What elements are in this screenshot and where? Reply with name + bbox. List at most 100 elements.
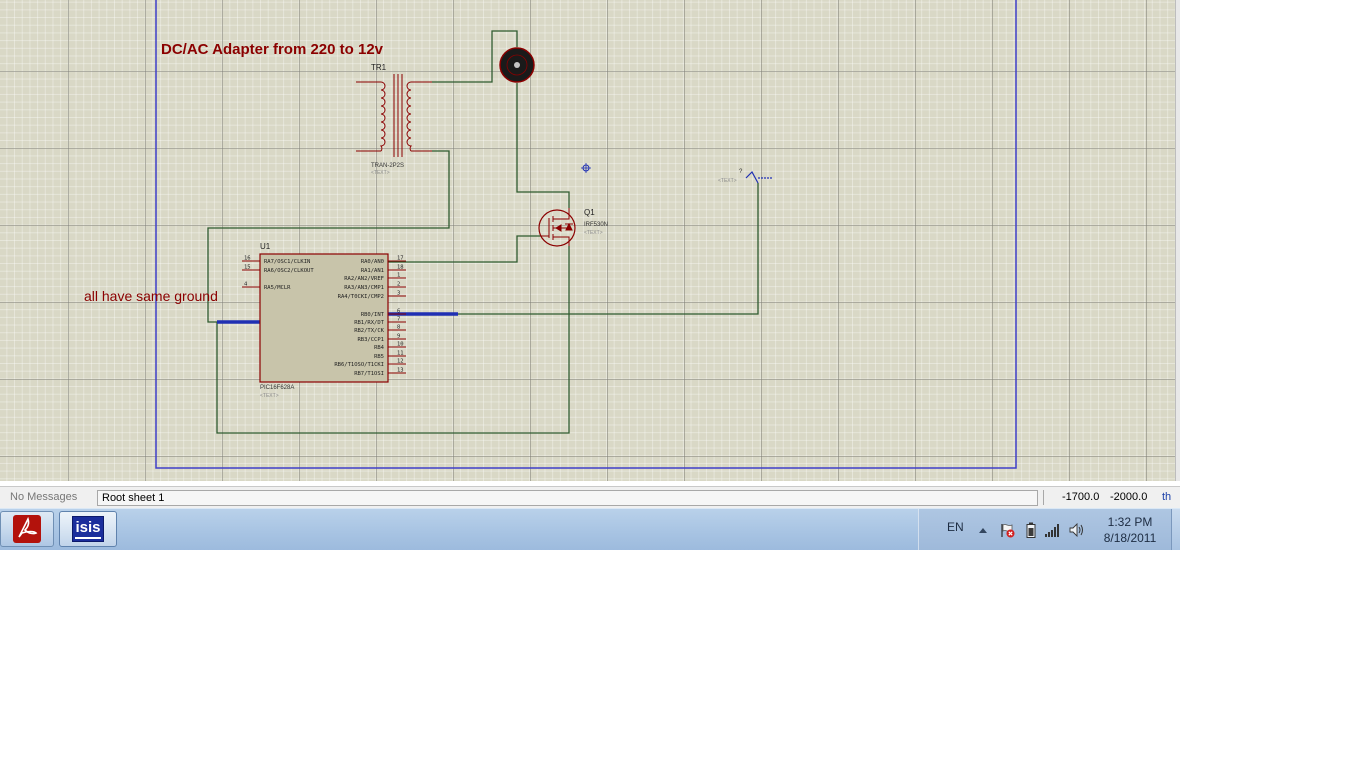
probe-question: ? bbox=[739, 169, 743, 175]
mcu-pin-number: 4 bbox=[244, 282, 248, 288]
mcu-pin-name: RA7/OSC1/CLKIN bbox=[264, 259, 310, 265]
mcu-pin-number: 11 bbox=[397, 351, 404, 357]
isis-icon-underline bbox=[75, 537, 101, 539]
system-clock[interactable]: 1:32 PM 8/18/2011 bbox=[1095, 514, 1165, 546]
message-indicator[interactable]: No Messages bbox=[10, 491, 78, 503]
taskbar-isis[interactable]: isis bbox=[59, 511, 117, 547]
mosfet-ref: Q1 bbox=[584, 208, 595, 217]
mcu-pin-name: RB6/T1OSO/T1CKI bbox=[334, 362, 384, 368]
system-tray: EN bbox=[918, 509, 1180, 550]
adapter-note: DC/AC Adapter from 220 to 12v bbox=[161, 41, 384, 58]
language-indicator[interactable]: EN bbox=[947, 520, 964, 534]
mcu-ref: U1 bbox=[260, 242, 271, 251]
battery-icon[interactable] bbox=[1023, 522, 1039, 538]
sheet-border bbox=[155, 0, 1017, 469]
wire-transformer-to-motor bbox=[432, 30, 518, 83]
mcu-pin-name: RB4 bbox=[374, 345, 385, 351]
mcu-pin-number: 18 bbox=[397, 265, 404, 271]
transformer-part: TRAN-2P2S bbox=[371, 163, 404, 169]
wire-source-to-ground bbox=[216, 246, 570, 434]
mosfet-q1[interactable]: Q1 IRF530N <TEXT> bbox=[538, 208, 608, 247]
volume-speaker-icon[interactable] bbox=[1069, 522, 1085, 538]
mcu-pin-name: RA3/AN3/CMP1 bbox=[344, 285, 384, 291]
mcu-pin-number: 2 bbox=[397, 282, 400, 288]
wires bbox=[207, 30, 759, 434]
motor[interactable] bbox=[499, 47, 535, 83]
mcu-pin-name: RB5 bbox=[374, 354, 384, 360]
taskbar-adobe-reader[interactable] bbox=[0, 511, 54, 547]
secondary-coil bbox=[406, 81, 413, 152]
mcu-pin-number: 9 bbox=[397, 334, 400, 340]
microcontroller-u1[interactable]: U1 16RA7/OSC1/CLKIN15RA6/OSC2/CLKOUT4RA5… bbox=[242, 242, 406, 399]
mcu-body bbox=[259, 253, 389, 383]
mcu-pin-number: 8 bbox=[397, 325, 400, 331]
transformer-tr1[interactable]: TR1 TRAN-2P2S <TEXT> bbox=[356, 63, 432, 176]
mcu-text-placeholder: <TEXT> bbox=[260, 393, 279, 399]
status-bar: No Messages Root sheet 1 -1700.0 -2000.0… bbox=[0, 486, 1180, 509]
mcu-pin-number: 3 bbox=[397, 291, 400, 297]
origin-marker bbox=[581, 163, 591, 173]
wire-rb0-to-probe bbox=[458, 183, 759, 315]
mosfet-text-placeholder: <TEXT> bbox=[584, 230, 603, 236]
screenshot-region: DC/AC Adapter from 220 to 12v all have s… bbox=[0, 0, 1180, 550]
clock-date: 8/18/2011 bbox=[1103, 531, 1157, 545]
mcu-pin-number: 16 bbox=[244, 256, 251, 262]
units-indicator[interactable]: th bbox=[1162, 491, 1172, 503]
show-desktop-button[interactable] bbox=[1171, 509, 1180, 550]
ground-note: all have same ground bbox=[84, 288, 218, 304]
cursor-coordinates: -1700.0 -2000.0 bbox=[1043, 490, 1162, 505]
taskbar: isis EN bbox=[0, 508, 1180, 550]
mcu-pin-number: 15 bbox=[244, 265, 251, 271]
mosfet-part: IRF530N bbox=[584, 222, 608, 228]
mcu-pin-name: RB0/INT bbox=[361, 312, 385, 318]
schematic-canvas[interactable]: DC/AC Adapter from 220 to 12v all have s… bbox=[0, 0, 1175, 481]
mcu-pin-name: RA1/AN1 bbox=[361, 268, 384, 274]
action-center-flag-icon[interactable] bbox=[999, 522, 1015, 538]
mcu-pin-name: RB2/TX/CK bbox=[354, 328, 384, 334]
probe-terminal[interactable]: ? <TEXT> bbox=[718, 169, 773, 184]
isis-app-icon: isis bbox=[72, 516, 104, 542]
network-signal-icon[interactable] bbox=[1045, 522, 1061, 538]
probe-text-placeholder: <TEXT> bbox=[718, 178, 737, 184]
mcu-pin-name: RA4/T0CKI/CMP2 bbox=[338, 294, 384, 300]
mcu-pin-number: 10 bbox=[397, 342, 404, 348]
mcu-part: PIC16F628A bbox=[260, 385, 294, 391]
cursor-x: -1700.0 bbox=[1062, 491, 1100, 503]
mcu-pin-name: RB3/CCP1 bbox=[358, 337, 385, 343]
transformer-ref: TR1 bbox=[371, 63, 387, 72]
mcu-pin-number: 1 bbox=[397, 273, 400, 279]
mcu-pin-name: RA5/MCLR bbox=[264, 285, 291, 291]
sheet-name: Root sheet 1 bbox=[97, 490, 1038, 506]
mcu-pin-name: RA0/AN0 bbox=[361, 259, 384, 265]
mcu-left-pins: 16RA7/OSC1/CLKIN15RA6/OSC2/CLKOUT4RA5/MC… bbox=[242, 256, 314, 292]
cursor-y: -2000.0 bbox=[1110, 491, 1148, 503]
vertical-scrollbar-edge[interactable] bbox=[1175, 0, 1180, 481]
isis-icon-label: isis bbox=[75, 519, 101, 536]
mcu-pin-name: RB7/T1OSI bbox=[354, 371, 384, 377]
primary-coil bbox=[379, 81, 386, 152]
wire-motor-to-mosfet bbox=[516, 83, 570, 208]
show-hidden-icons-icon[interactable] bbox=[975, 522, 991, 538]
mcu-pin-number: 6 bbox=[397, 309, 400, 315]
mcu-pin-name: RB1/RX/DT bbox=[354, 320, 384, 326]
mcu-pin-name: RA6/OSC2/CLKOUT bbox=[264, 268, 314, 274]
schematic-drawing[interactable]: DC/AC Adapter from 220 to 12v all have s… bbox=[0, 0, 1175, 481]
mcu-pin-number: 12 bbox=[397, 359, 404, 365]
mcu-pin-number: 17 bbox=[397, 256, 404, 262]
